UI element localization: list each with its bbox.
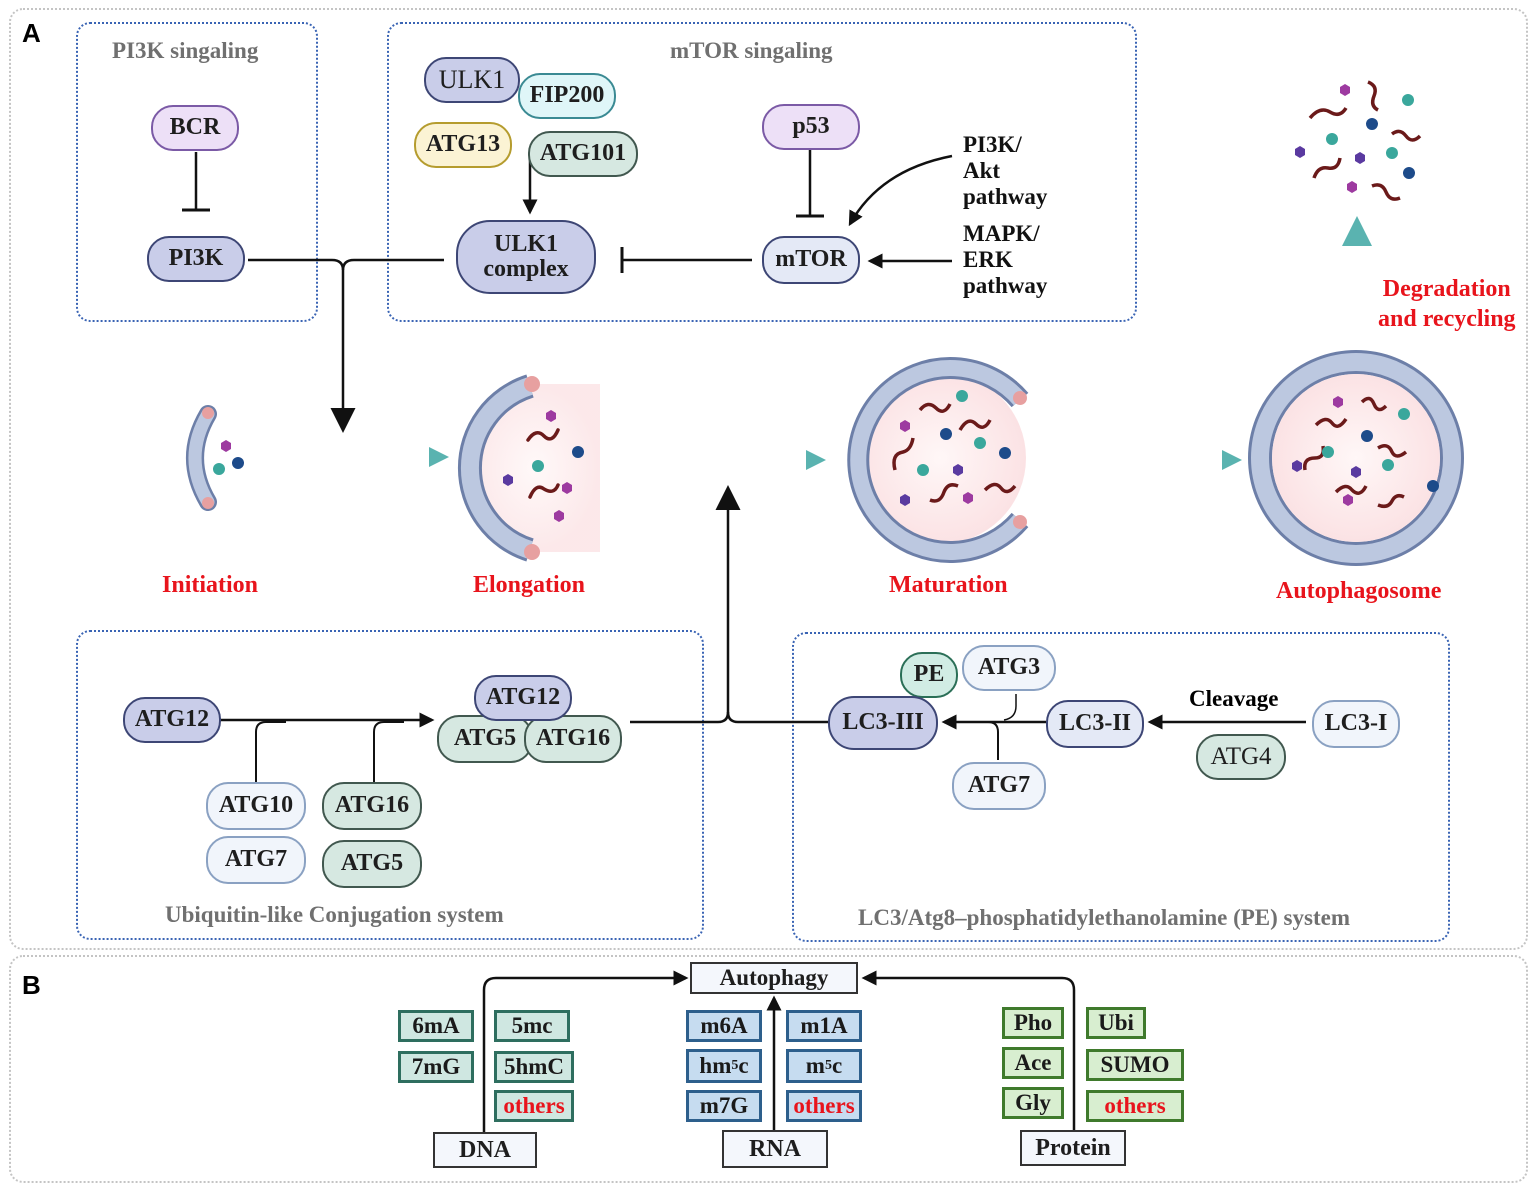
- rna-mark-hm5c-tail: c: [738, 1053, 749, 1078]
- rna-mark-m7g: m7G: [686, 1090, 762, 1122]
- dna-mark-5mc: 5mc: [494, 1010, 570, 1042]
- pi3k-signaling-box: [76, 22, 318, 322]
- protein-mark-pho: Pho: [1002, 1007, 1064, 1039]
- dna-source-box: DNA: [433, 1132, 537, 1168]
- dna-to-autophagy-arrow: [482, 970, 689, 1132]
- complex-atg12-node: ATG12: [474, 675, 572, 721]
- autophagy-box: Autophagy: [690, 962, 858, 994]
- maturation-vesicle: [847, 357, 1029, 563]
- akt-to-mtor-arrow: [848, 154, 953, 227]
- rna-source-box: RNA: [722, 1130, 828, 1168]
- rna-mark-m5c-sup: 5: [824, 1058, 832, 1073]
- mtor-signaling-box: [387, 22, 1137, 322]
- lc3i-node: LC3-I: [1312, 700, 1400, 748]
- ulk1-node: ULK1: [424, 57, 520, 103]
- autophagosome-label: Autophagosome: [1276, 578, 1442, 604]
- mapk-erk-line1: MAPK/: [963, 221, 1040, 246]
- autophagosome-vesicle: [1248, 350, 1464, 566]
- protein-source-box: Protein: [1020, 1130, 1126, 1166]
- atg10-node: ATG10: [206, 782, 306, 830]
- bcr-node: BCR: [151, 105, 239, 151]
- atg16-node-ubl: ATG16: [322, 782, 422, 830]
- maturation-label: Maturation: [889, 572, 1008, 598]
- protein-mark-others: others: [1086, 1090, 1184, 1122]
- lc3ii-node: LC3-II: [1046, 700, 1144, 748]
- rna-mark-hm5c-base: hm: [699, 1053, 732, 1078]
- dna-mark-5hmc: 5hmC: [494, 1051, 574, 1083]
- elongation-label: Elongation: [473, 572, 586, 598]
- ulk1-merge-line: [341, 258, 444, 271]
- atg16-atg5-assist-line: [373, 721, 404, 782]
- atg7-node-lc3: ATG7: [952, 762, 1046, 810]
- mtor-signaling-title: mTOR singaling: [670, 38, 833, 63]
- atg101-node: ATG101: [528, 131, 638, 177]
- ulk1-complex-line2: complex: [483, 256, 569, 282]
- p53-node: p53: [762, 104, 860, 150]
- mapk-erk-line3: pathway: [963, 273, 1048, 298]
- dna-mark-6ma: 6mA: [398, 1010, 474, 1042]
- atg3-assist-line: [1003, 694, 1017, 721]
- lc3-pe-box: [792, 632, 1450, 942]
- panel-a: [9, 8, 1528, 950]
- degradation-debris: [1295, 80, 1422, 201]
- rna-mark-hm5c-sup: 5: [731, 1058, 739, 1073]
- panel-b: [9, 955, 1528, 1183]
- mapk-erk-line2: ERK: [963, 247, 1013, 272]
- protein-mark-ubi: Ubi: [1086, 1007, 1146, 1039]
- pe-node: PE: [900, 652, 958, 698]
- atg13-node: ATG13: [414, 122, 512, 168]
- fip200-node: FIP200: [518, 73, 616, 119]
- protein-to-autophagy-arrow: [861, 970, 1076, 1130]
- pi3k-akt-pathway-label: PI3K/ Akt pathway: [963, 132, 1047, 210]
- elongation-phagophore: [458, 374, 600, 562]
- ubl-conjugation-box: [76, 630, 704, 940]
- rna-mark-m1a: m1A: [786, 1010, 862, 1042]
- degradation-line2: and recycling: [1378, 306, 1516, 332]
- rna-mark-m5c-tail: c: [831, 1053, 843, 1078]
- mapk-erk-pathway-label: MAPK/ ERK pathway: [963, 221, 1047, 299]
- pi3k-to-elongation-arrow: [248, 258, 356, 433]
- rna-mark-others: others: [786, 1090, 862, 1122]
- ubl-conjugation-title: Ubiquitin-like Conjugation system: [165, 902, 504, 927]
- pi3k-akt-line2: Akt: [963, 158, 1001, 183]
- dna-mark-7mg: 7mG: [398, 1051, 474, 1083]
- degradation-line1: Degradation: [1382, 276, 1511, 302]
- dna-mark-others: others: [494, 1090, 574, 1122]
- atg5-node-ubl: ATG5: [322, 840, 422, 888]
- atg4-node: ATG4: [1196, 734, 1286, 780]
- protein-mark-ace: Ace: [1002, 1047, 1064, 1079]
- rna-mark-m5c-base: m: [805, 1053, 825, 1078]
- rna-mark-m6a: m6A: [686, 1010, 762, 1042]
- panel-b-label: B: [22, 970, 41, 1000]
- ulk1-complex-node: ULK1 complex: [456, 220, 596, 294]
- degradation-label: Degradation and recycling: [1378, 274, 1516, 334]
- cleavage-label: Cleavage: [1189, 686, 1279, 711]
- protein-mark-gly: Gly: [1002, 1087, 1064, 1119]
- complex-atg16-node: ATG16: [524, 715, 622, 763]
- atg7-assist-line: [987, 721, 999, 760]
- complex-atg5-node: ATG5: [437, 715, 533, 763]
- ulk1-complex-line1: ULK1: [493, 230, 558, 257]
- mtor-node: mTOR: [762, 236, 860, 284]
- atg12-node: ATG12: [123, 697, 221, 743]
- lc3-pe-title: LC3/Atg8–phosphatidylethanolamine (PE) s…: [858, 905, 1350, 930]
- lc3iii-node: LC3-III: [828, 696, 938, 750]
- pi3k-signaling-title: PI3K singaling: [112, 38, 259, 63]
- pi3k-akt-line1: PI3K/: [963, 132, 1022, 157]
- panel-a-label: A: [22, 18, 41, 48]
- atg10-atg7-assist-line: [255, 721, 286, 782]
- atg7-node-ubl: ATG7: [206, 836, 306, 884]
- pi3k-node: PI3K: [147, 236, 245, 282]
- lc3-merge-line: [726, 711, 828, 724]
- initiation-label: Initiation: [162, 572, 259, 598]
- protein-mark-sumo: SUMO: [1086, 1049, 1184, 1081]
- initiation-phagophore: [186, 405, 244, 511]
- pi3k-akt-line3: pathway: [963, 184, 1048, 209]
- conjugation-to-maturation-arrow: [630, 485, 741, 724]
- atg3-node: ATG3: [962, 645, 1056, 691]
